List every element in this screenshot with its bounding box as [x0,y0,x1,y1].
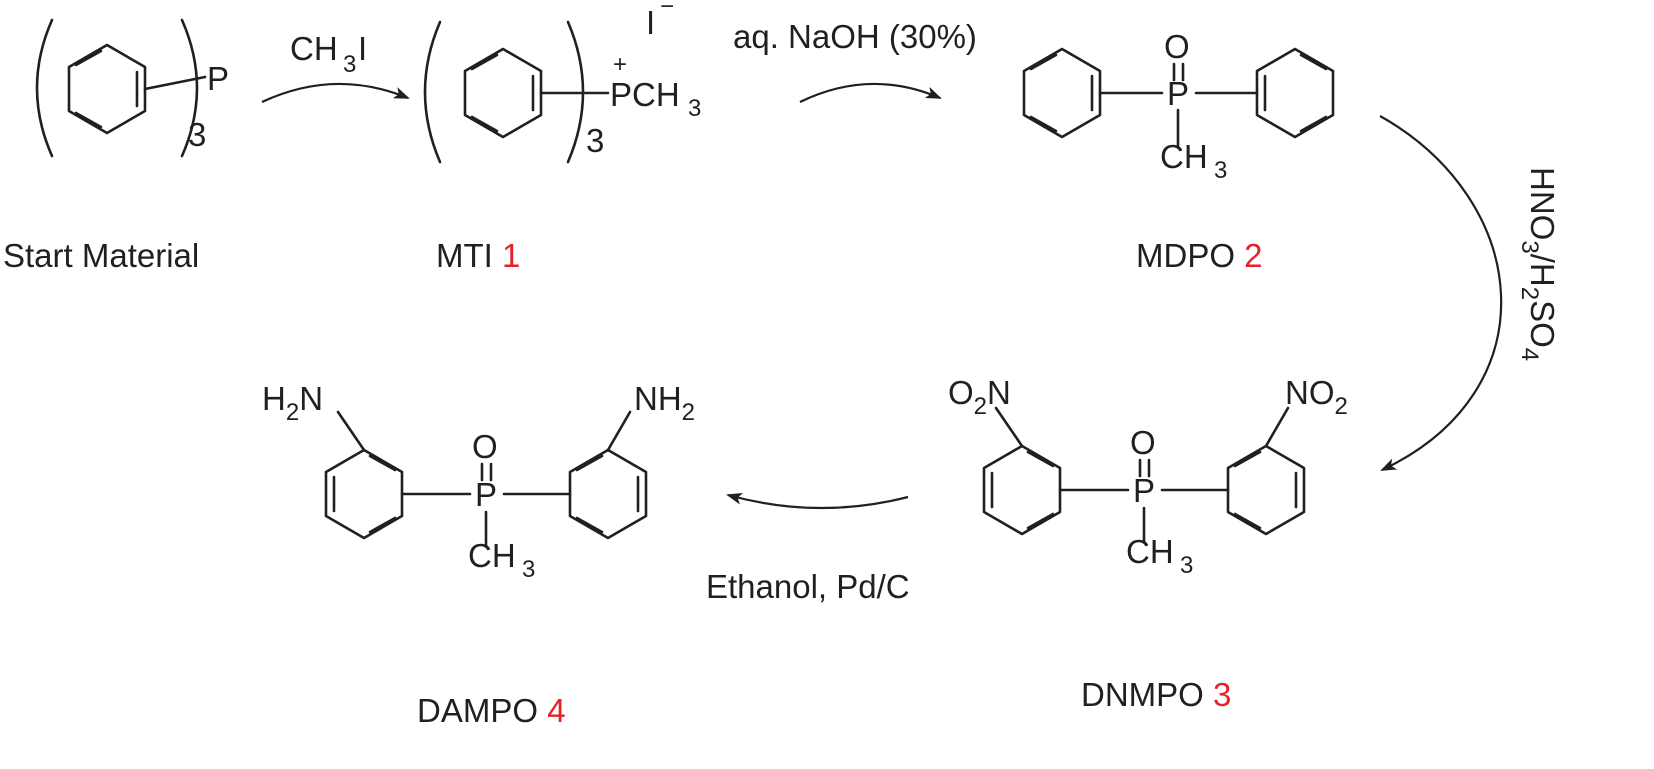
phosphorus-atom: P [475,476,497,513]
mti-structure: PCH 3 + 3 I − [423,0,701,164]
reagent-step-2: aq. NaOH (30%) [733,18,977,55]
reaction-arrow-1 [261,82,410,103]
amino-group-right: NH2 [634,380,695,426]
oxygen-atom: O [472,428,498,465]
benzene-ring [67,43,147,135]
phosphorus-atom: P [1133,472,1155,509]
methyl-group: CH [468,537,516,574]
reagent-step-1-tail: I [358,30,367,67]
compound-name: MDPO [1136,237,1235,274]
benzene-ring-right [1255,47,1335,139]
svg-text:DNMPO 3: DNMPO 3 [1081,676,1231,713]
mti-label: MTI 1 [436,237,520,274]
reagent-step-1-subscript: 3 [343,51,356,78]
compound-name: DAMPO [417,692,538,729]
dnmpo-label: DNMPO 3 [1081,676,1231,713]
methyl-subscript: 3 [688,95,701,122]
compound-name: DNMPO [1081,676,1204,713]
nitro-group-left: O2N [948,374,1011,420]
compound-name: MTI [436,237,493,274]
svg-text:MTI 1: MTI 1 [436,237,520,274]
iodide-counterion: I [646,4,655,41]
methyl-group: CH [1126,533,1174,570]
compound-number: 4 [547,692,565,729]
oxygen-atom: O [1164,28,1190,65]
benzene-ring-left [324,448,404,540]
negative-charge: − [660,0,674,20]
phosphorus-atom: P [207,60,229,97]
positive-charge: + [613,51,627,78]
nitro-group-right: NO2 [1285,374,1348,420]
benzene-ring [463,47,543,139]
mdpo-label: MDPO 2 [1136,237,1263,274]
start-material-structure: P 3 [35,18,229,158]
benzene-ring-left [982,444,1062,536]
phosphorus-atom: P [1167,75,1189,112]
benzene-ring-right [568,448,648,540]
phosphonium-group: PCH [610,76,680,113]
dampo-label: DAMPO 4 [417,692,566,729]
methyl-subscript: 3 [522,556,535,583]
compound-number: 2 [1244,237,1262,274]
compound-number: 1 [502,237,520,274]
benzene-ring-right [1226,444,1306,536]
oxygen-atom: O [1130,424,1156,461]
benzene-ring-left [1022,47,1102,139]
mdpo-structure: P O CH 3 [1022,28,1335,184]
svg-text:DAMPO 4: DAMPO 4 [417,692,566,729]
reagent-step-4: Ethanol, Pd/C [706,568,910,605]
methyl-group: CH [1160,138,1208,175]
reagent-step-1: CH 3 I [290,30,367,78]
reagent-step-1-main: CH [290,30,338,67]
reagent-step-3-text: HNO3/H2SO4 [1516,167,1561,361]
left-bracket [35,18,54,158]
reaction-arrow-4 [726,492,909,510]
reaction-arrow-3 [1379,115,1503,471]
bracket-count: 3 [586,122,604,159]
right-bracket [180,18,199,158]
dampo-structure: H2N NH2 P O CH 3 [262,380,695,583]
reaction-arrow-2 [799,82,942,103]
dnmpo-structure: O2N NO2 P O CH 3 [948,374,1348,579]
start-material-label: Start Material [3,237,199,274]
amino-group-left: H2N [262,380,323,426]
methyl-subscript: 3 [1214,157,1227,184]
left-bracket [423,20,442,164]
reagent-step-3: HNO3/H2SO4 [1516,167,1561,361]
svg-text:MDPO 2: MDPO 2 [1136,237,1263,274]
compound-number: 3 [1213,676,1231,713]
bracket-count: 3 [188,116,206,153]
methyl-subscript: 3 [1180,552,1193,579]
